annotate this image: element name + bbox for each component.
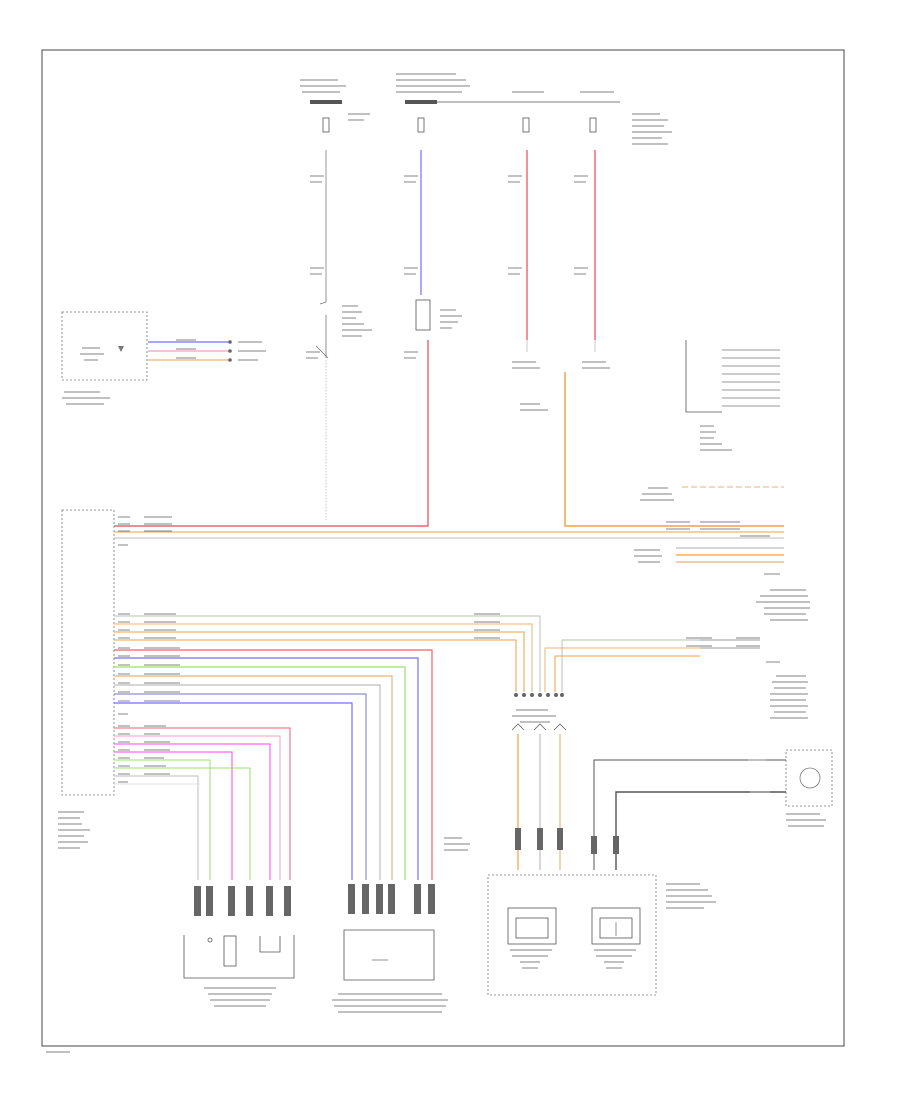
lower-harness-labels	[118, 613, 808, 783]
wire-l6	[114, 657, 419, 880]
wire-l4	[114, 639, 517, 692]
fuse-block-group	[300, 73, 672, 352]
wire-right-tan	[544, 647, 700, 692]
wire-l15	[114, 751, 233, 880]
wire-l8	[114, 675, 393, 880]
wire-l17	[114, 767, 251, 880]
wire-l3	[114, 631, 525, 692]
upper-harness-labels	[118, 516, 810, 621]
tcm-module	[487, 874, 716, 996]
can-signal-group	[640, 486, 784, 501]
upper-harness	[114, 340, 784, 563]
sensor-a	[507, 907, 557, 945]
wire-orange-drop	[564, 372, 784, 527]
clutch-switch	[404, 299, 462, 359]
sensor-b	[591, 907, 641, 945]
lower-harness	[114, 615, 760, 880]
ecm-box	[61, 509, 115, 796]
fuse-header-2	[405, 100, 437, 104]
diagnostic-connector	[685, 340, 780, 451]
wire-l16	[114, 759, 211, 880]
splice-labels	[512, 361, 610, 411]
wire-l13	[114, 735, 281, 880]
wire-l12	[114, 727, 291, 880]
throttle-body-connector	[332, 837, 470, 1013]
speed-sensor	[591, 749, 833, 870]
left-sensor-box	[61, 311, 148, 381]
wire-right-gray	[561, 639, 700, 692]
wire-l5	[114, 649, 433, 880]
wire-red-ecm	[114, 340, 429, 527]
wire-l14	[114, 743, 271, 880]
fuse-2	[417, 117, 425, 133]
wire-right-orange	[554, 655, 700, 692]
wire-l1	[114, 615, 541, 692]
fuse-1	[322, 117, 330, 133]
wire-l9	[114, 684, 381, 880]
ecm-module	[58, 509, 115, 849]
wire-right-black	[700, 639, 760, 649]
wire-l7	[114, 666, 406, 880]
wire-l18	[114, 775, 199, 880]
diagram-frame	[41, 49, 845, 1047]
pedal-sensor-connector	[183, 886, 295, 1007]
fuse-label-marks	[300, 73, 672, 275]
brake-switch	[306, 295, 372, 359]
wire-l11	[114, 702, 353, 880]
fuse-4	[589, 117, 597, 133]
left-sensor-group	[61, 311, 266, 405]
wire-l10	[114, 693, 367, 880]
wire-l2	[114, 623, 533, 692]
junction-connector	[511, 693, 567, 870]
fuse-3	[522, 117, 530, 133]
fuse-header-1	[310, 100, 342, 104]
